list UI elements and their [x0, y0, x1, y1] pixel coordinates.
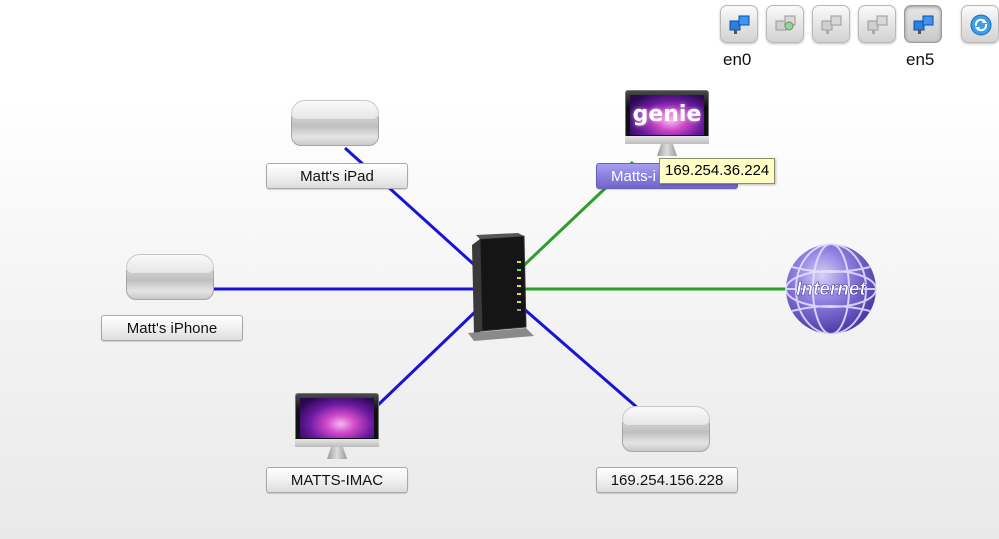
router-icon[interactable] — [466, 233, 536, 343]
mac-mini-icon[interactable] — [291, 100, 379, 148]
ip-tooltip: 169.254.36.224 — [659, 158, 776, 184]
network-adapter-gray-icon — [867, 15, 888, 34]
device-label-unknown[interactable]: 169.254.156.228 — [596, 467, 738, 493]
adapter-en5-button[interactable] — [904, 5, 942, 43]
adapter-4-button[interactable] — [858, 5, 896, 43]
device-label-ipad[interactable]: Matt's iPad — [266, 163, 408, 189]
imac-genie-icon[interactable]: genie — [625, 90, 709, 158]
imac-icon[interactable] — [295, 393, 379, 461]
refresh-icon — [970, 14, 992, 36]
network-adapter-icon — [729, 15, 750, 34]
device-label-iphone[interactable]: Matt's iPhone — [101, 315, 243, 341]
network-adapter-gray-icon — [821, 15, 842, 34]
adapter-3-button[interactable] — [812, 5, 850, 43]
network-adapter-icon — [913, 15, 934, 34]
adapter-en5-label: en5 — [906, 50, 935, 69]
adapter-2-button[interactable] — [766, 5, 804, 43]
adapter-en0-label: en0 — [723, 50, 752, 69]
mac-mini-icon[interactable] — [126, 254, 214, 302]
device-label-imac[interactable]: MATTS-IMAC — [266, 467, 408, 493]
genie-screen-text: genie — [632, 102, 702, 127]
adapter-en0-button[interactable] — [720, 5, 758, 43]
internet-globe-icon[interactable]: Internet — [784, 242, 878, 336]
internet-label: Internet — [796, 279, 866, 300]
network-adapter-green-icon — [775, 15, 796, 31]
mac-mini-icon[interactable] — [622, 406, 710, 454]
refresh-button[interactable] — [961, 5, 999, 43]
